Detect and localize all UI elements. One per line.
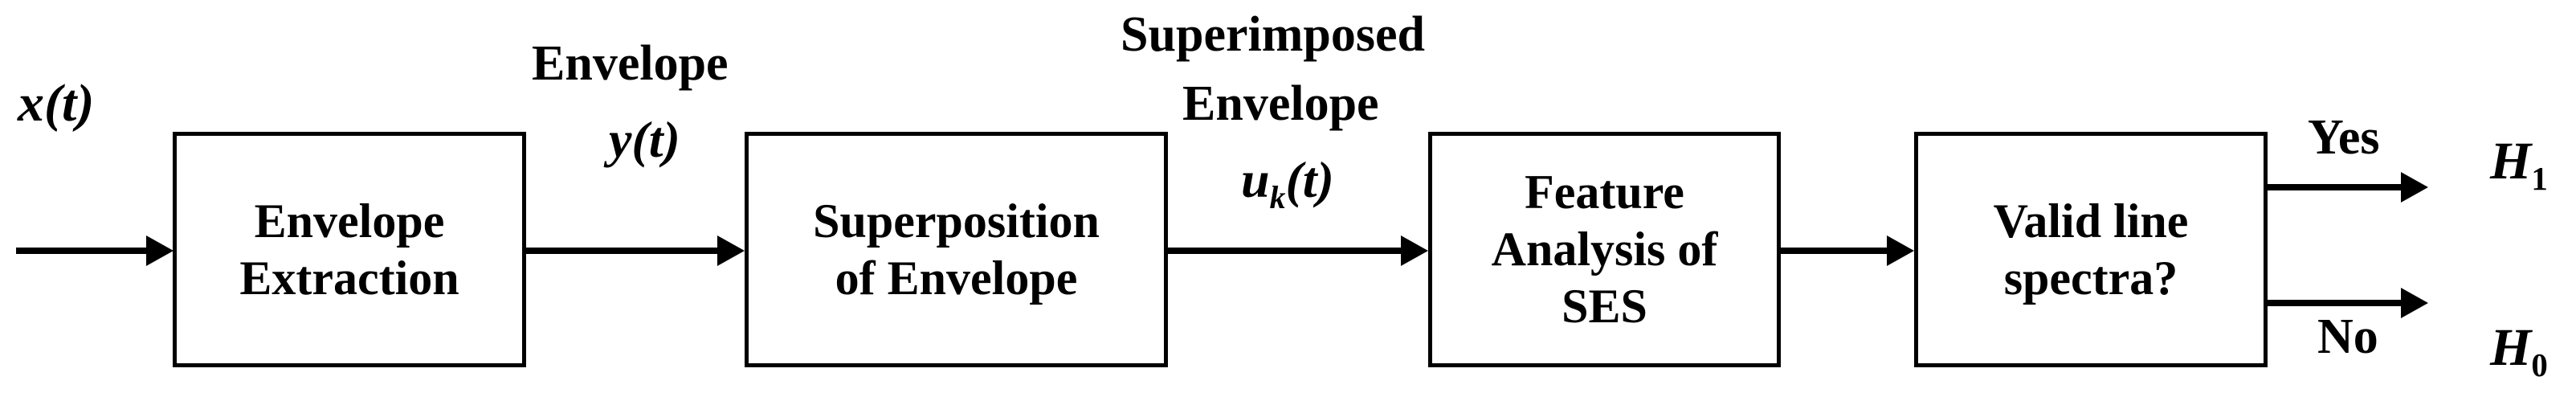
arrow-head <box>2401 288 2428 318</box>
box-superposition-of-envelope-label: Superposition of Envelope <box>813 194 1100 305</box>
branch-label-no: No <box>2317 309 2378 364</box>
arrow-shaft <box>2268 300 2403 306</box>
arrow-shaft <box>16 248 149 254</box>
edge-label-envelope-symbol: y(t) <box>609 114 680 166</box>
arrow-shaft <box>526 248 720 254</box>
box-feature-analysis-of-ses-label: Feature Analysis of SES <box>1491 166 1718 333</box>
output-hypothesis-0-sub: 0 <box>2531 347 2548 384</box>
box-envelope-extraction-label: Envelope Extraction <box>239 194 459 305</box>
arrow-head <box>1401 235 1428 266</box>
box-valid-line-spectra-label: Valid line spectra? <box>1993 194 2189 305</box>
edge-label-superimposed-symbol-base: u <box>1241 151 1270 208</box>
arrow-head <box>1887 235 1914 266</box>
box-envelope-extraction[interactable]: Envelope Extraction <box>173 132 526 367</box>
box-superposition-of-envelope[interactable]: Superposition of Envelope <box>745 132 1168 367</box>
input-signal-label: x(t) <box>18 74 95 133</box>
edge-label-envelope-symbol-base: y <box>609 111 632 168</box>
branch-label-yes: Yes <box>2308 110 2380 165</box>
output-hypothesis-0-base: H <box>2490 318 2532 377</box>
output-hypothesis-1-sub: 1 <box>2531 161 2548 198</box>
output-hypothesis-1: H1 <box>2490 135 2548 196</box>
arrow-head <box>717 235 745 266</box>
output-hypothesis-0: H0 <box>2490 321 2548 383</box>
edge-label-superimposed-symbol: uk(t) <box>1241 154 1334 214</box>
box-valid-line-spectra[interactable]: Valid line spectra? <box>1914 132 2268 367</box>
arrow-shaft <box>2268 184 2403 190</box>
arrow-shaft <box>1168 248 1403 254</box>
edge-label-superimposed-symbol-sub: k <box>1269 179 1286 215</box>
output-hypothesis-1-base: H <box>2490 132 2532 190</box>
edge-label-envelope-symbol-tail: (t) <box>631 111 680 168</box>
edge-label-envelope-word: Envelope <box>532 36 729 91</box>
arrow-head <box>146 235 174 266</box>
box-feature-analysis-of-ses[interactable]: Feature Analysis of SES <box>1428 132 1781 367</box>
edge-label-superimposed-word-2: Envelope <box>1182 76 1379 131</box>
arrow-head <box>2401 172 2428 203</box>
edge-label-superimposed-symbol-tail: (t) <box>1285 151 1334 208</box>
edge-label-superimposed-word-1: Superimposed <box>1121 7 1425 62</box>
arrow-shaft <box>1781 248 1889 254</box>
